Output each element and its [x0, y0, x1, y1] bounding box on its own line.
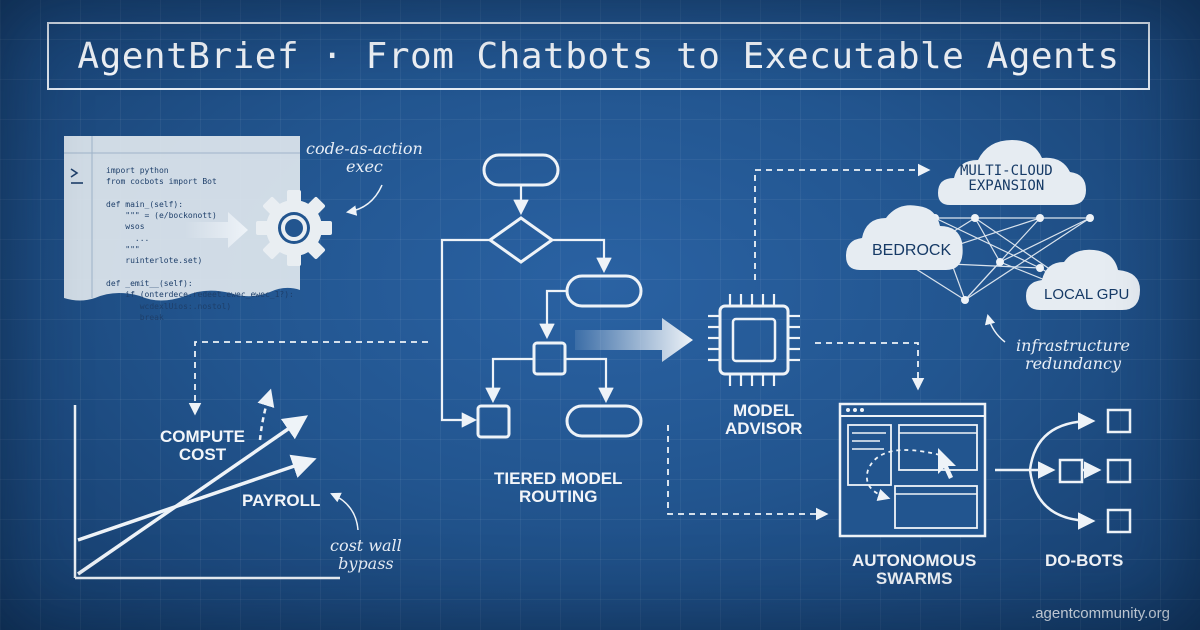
flow-leaf-node	[476, 404, 511, 439]
cloud-icon	[938, 140, 1086, 205]
compute-cost-label: COMPUTE COST	[160, 427, 245, 465]
gear-icon	[256, 190, 332, 266]
footer-url: .agentcommunity.org	[1031, 605, 1170, 622]
autonomous-swarms-label: AUTONOMOUS SWARMS	[852, 551, 977, 589]
cursor-icon	[938, 448, 956, 479]
payroll-label: PAYROLL	[242, 491, 321, 510]
local-gpu-label: LOCAL GPU	[1044, 286, 1130, 303]
cloud-icon	[846, 205, 963, 270]
do-bot-node	[1106, 508, 1132, 534]
compute-feedback-link	[188, 341, 428, 416]
flow-decision-node	[487, 216, 555, 264]
tiered-routing-flowchart	[440, 153, 643, 439]
code-as-action-pointer	[345, 184, 383, 216]
tiered-routing-label: TIERED MODEL ROUTING	[494, 469, 623, 507]
cpu-chip-icon	[708, 294, 800, 386]
multi-cloud-label: MULTI-CLOUD EXPANSION	[960, 163, 1053, 195]
terminal-icon	[70, 168, 83, 184]
flow-merge-node	[532, 341, 567, 376]
flow-branch-node	[565, 274, 643, 308]
code-panel	[64, 136, 300, 301]
title-frame: AgentBrief · From Chatbots to Executable…	[47, 22, 1150, 90]
bedrock-label: BEDROCK	[872, 242, 952, 259]
compute-cost-line	[77, 415, 309, 576]
advisor-to-swarms-link	[815, 342, 925, 391]
do-bot-node	[1106, 458, 1132, 484]
routing-to-swarms-link	[667, 425, 829, 521]
do-bots-label: DO-BOTS	[1045, 551, 1124, 570]
infrastructure-pointer	[984, 313, 1006, 343]
do-bots-tree	[995, 408, 1132, 534]
model-advisor-label: MODEL ADVISOR	[725, 401, 803, 439]
do-bot-node	[1106, 408, 1132, 434]
routing-to-advisor-arrow	[575, 318, 693, 362]
cost-wall-pointer	[330, 492, 359, 531]
flow-start-node	[482, 153, 560, 187]
cost-chart	[73, 388, 359, 580]
do-bot-node	[1058, 458, 1084, 484]
cloud-icon	[1026, 249, 1140, 310]
code-snippet: import python from cocbots import Bot de…	[106, 166, 294, 322]
page-title: AgentBrief · From Chatbots to Executable…	[77, 35, 1120, 77]
payroll-line	[77, 454, 317, 542]
bypass-arrow	[257, 388, 275, 441]
flow-leaf-pill	[565, 404, 643, 438]
infrastructure-note: infrastructure redundancy	[1016, 336, 1130, 374]
code-to-gear-arrow	[185, 212, 248, 248]
code-as-action-note: code-as-action exec	[306, 139, 423, 177]
browser-window-icon	[838, 402, 987, 538]
cost-wall-note: cost wall bypass	[330, 536, 402, 574]
advisor-to-cloud-link	[754, 163, 931, 280]
